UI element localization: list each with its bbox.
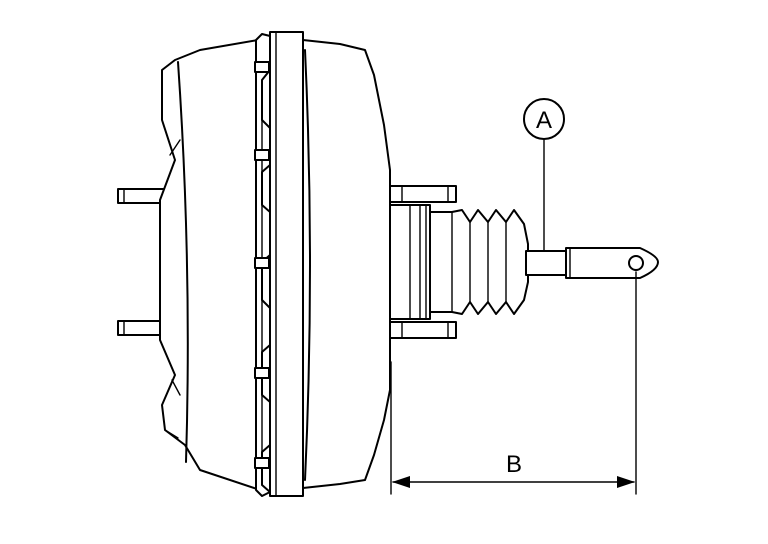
seam-tab-2 bbox=[254, 149, 270, 161]
push-rod bbox=[525, 250, 567, 276]
seam-tab-1 bbox=[254, 61, 270, 73]
crimp-ring bbox=[269, 31, 304, 497]
shell-seam bbox=[254, 33, 271, 497]
front-mounting-stud-lower bbox=[389, 321, 457, 339]
seam-tab-3 bbox=[254, 257, 270, 269]
dimension-b-label: B bbox=[506, 451, 522, 478]
dust-boot bbox=[429, 209, 529, 315]
rear-mounting-stud-upper bbox=[117, 188, 167, 204]
callout-a-label: A bbox=[536, 107, 552, 134]
clevis-pin-hole bbox=[628, 255, 644, 271]
callout-a: A bbox=[523, 98, 565, 252]
front-shell bbox=[302, 39, 391, 489]
seam-tab-5 bbox=[254, 457, 270, 469]
front-mounting-stud-upper bbox=[389, 185, 457, 203]
seam-tab-4 bbox=[254, 367, 270, 379]
arrow-left bbox=[392, 476, 410, 488]
clevis bbox=[565, 247, 659, 279]
dimension-b: B bbox=[390, 271, 637, 495]
arrow-right bbox=[617, 476, 635, 488]
rear-mounting-stud-lower bbox=[117, 320, 167, 336]
front-hub bbox=[389, 204, 431, 320]
rear-shell bbox=[159, 39, 261, 491]
